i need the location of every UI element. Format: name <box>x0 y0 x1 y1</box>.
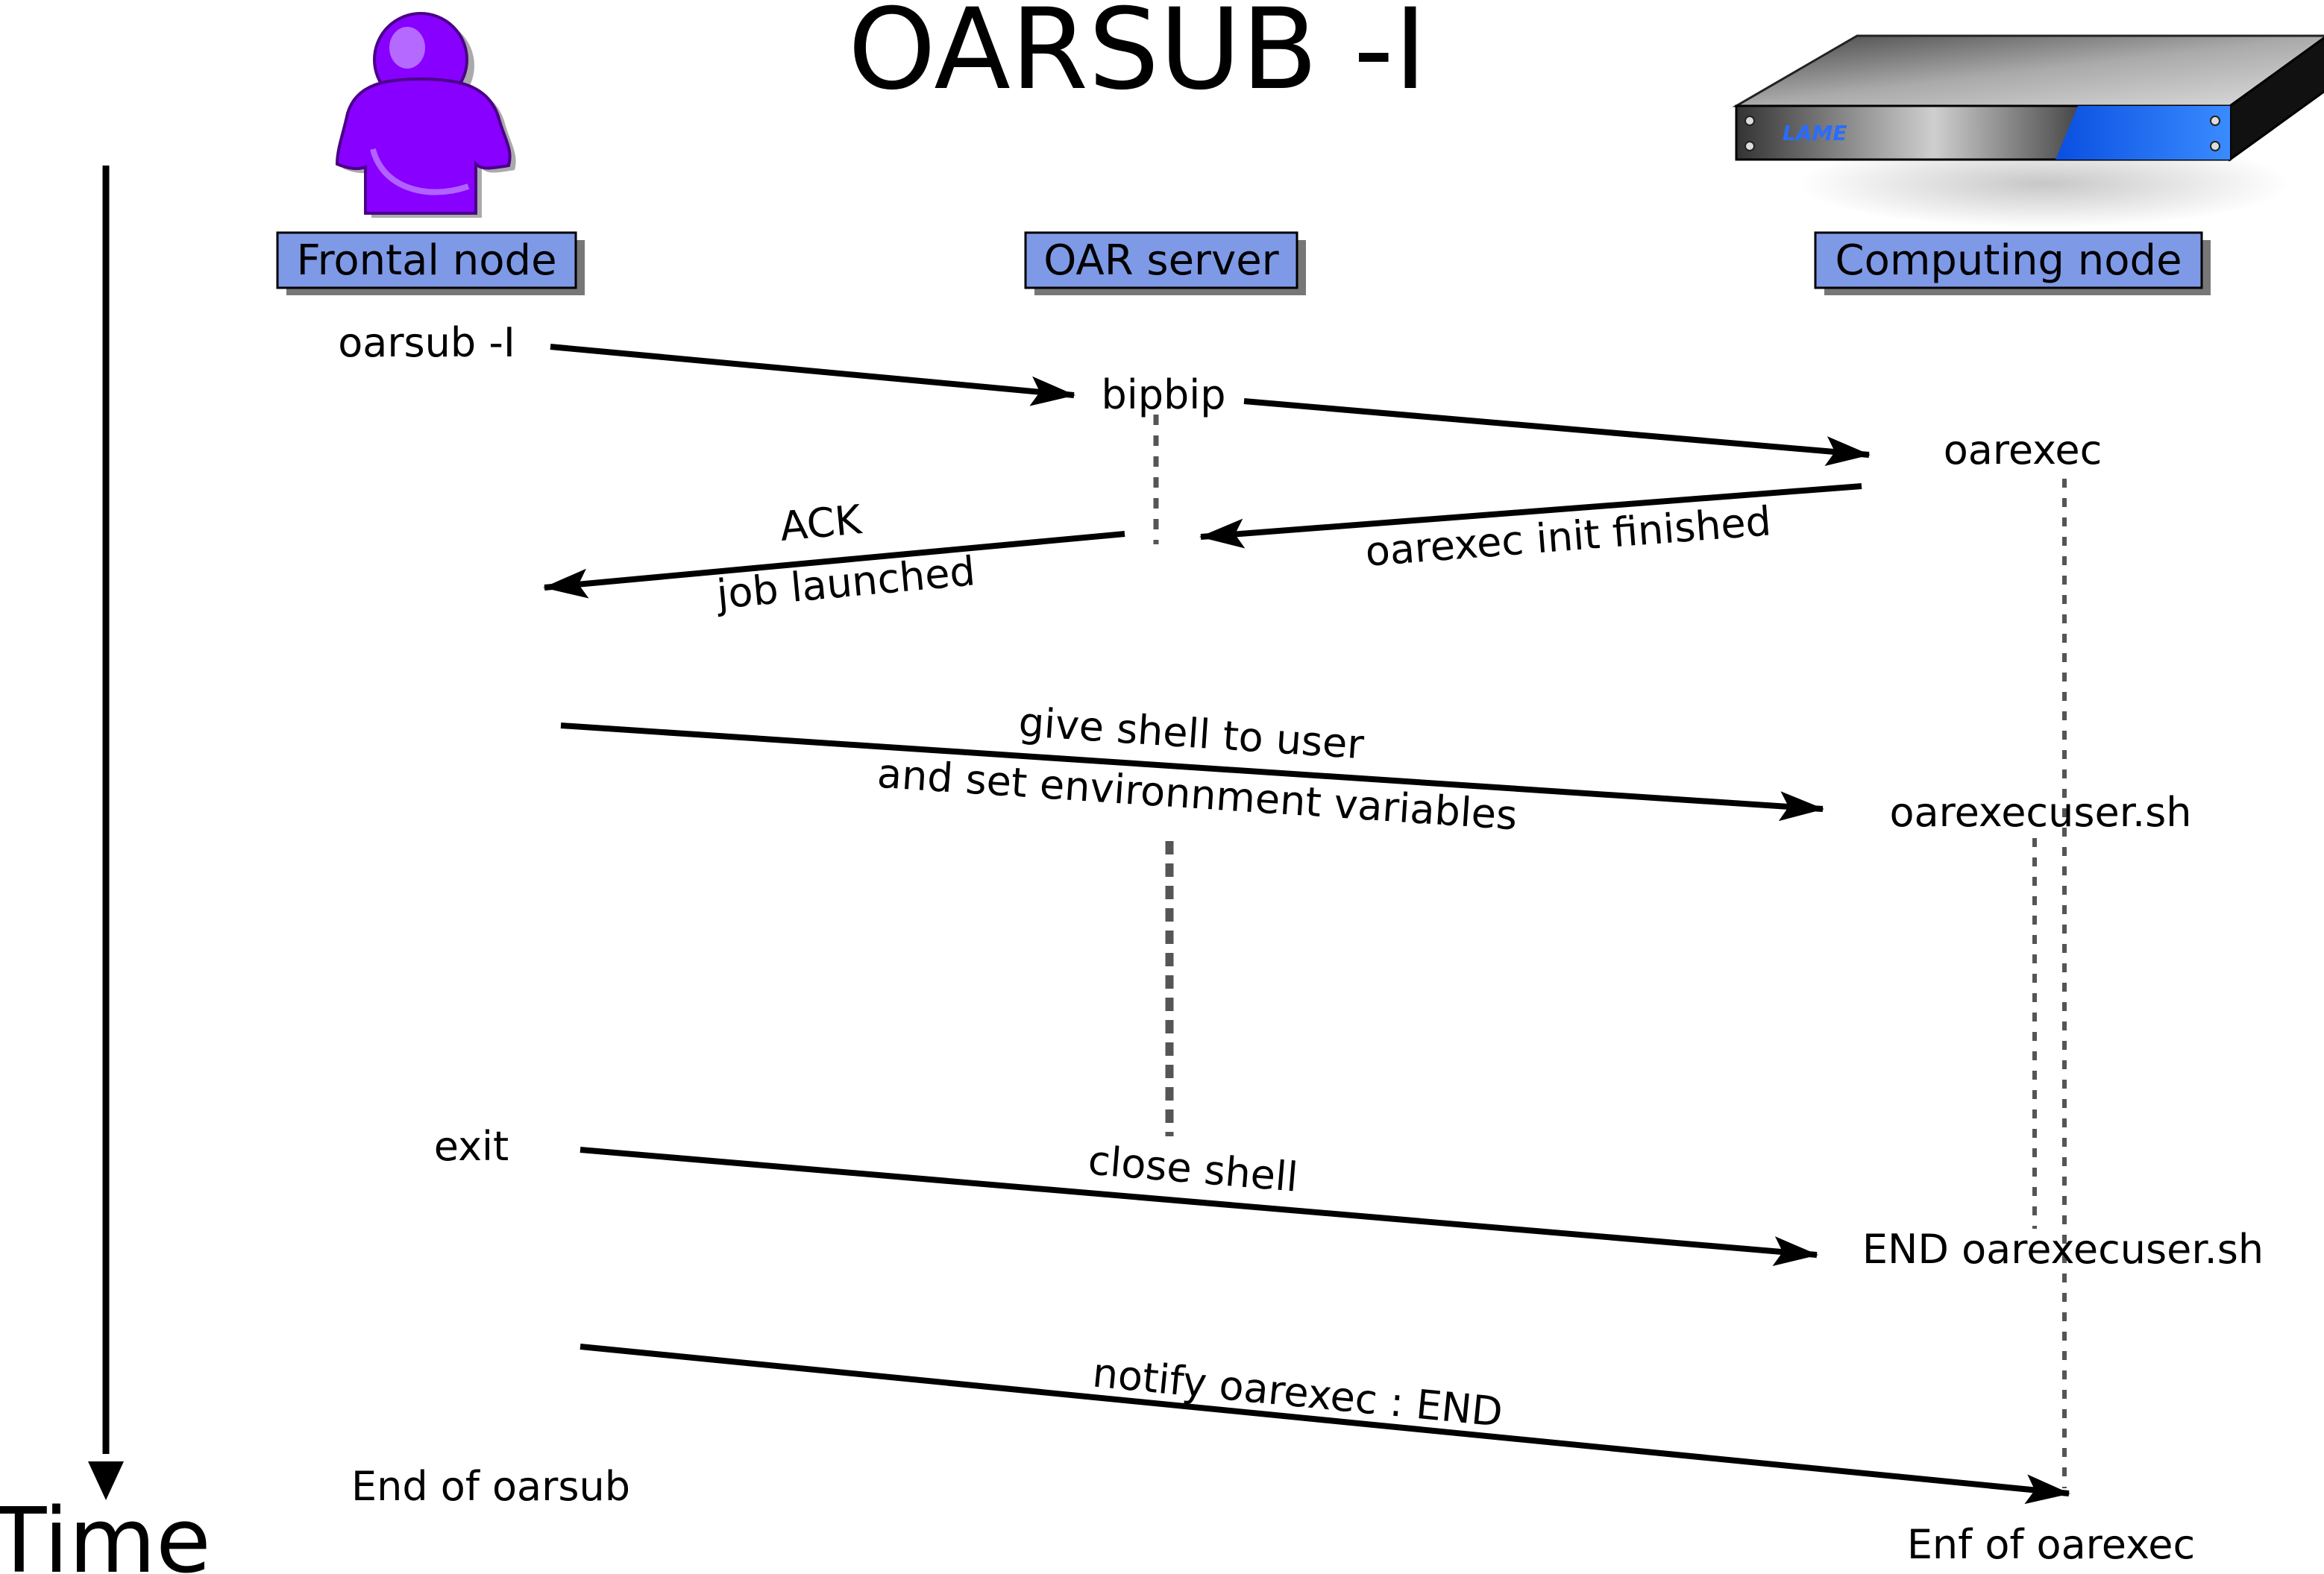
arrow-init-finished <box>1199 483 1862 549</box>
oarexec-label: oarexec <box>1944 426 2102 473</box>
end-of-oarexec-label: Enf of oarexec <box>1907 1521 2195 1568</box>
ack-label: ACK <box>778 496 864 550</box>
close-shell-label: close shell <box>1086 1136 1299 1200</box>
computing-node-label: Computing node <box>1835 236 2182 285</box>
exit-label: exit <box>434 1123 509 1170</box>
frontal-node-label: Frontal node <box>296 236 556 285</box>
arrow-ack-job-launched <box>543 531 1125 599</box>
server-icon: LAME <box>1732 34 2324 228</box>
set-env-label: and set environnment variables <box>876 750 1519 840</box>
oarsub-command-label: oarsub -I <box>338 319 515 366</box>
arrow-close-shell <box>580 1147 1818 1267</box>
end-oarexecuser-label: END oarexecuser.sh <box>1862 1226 2264 1273</box>
time-axis-label: Time <box>0 1490 211 1574</box>
diagram-title: OARSUB -I <box>848 0 1427 115</box>
frontal-node-header: Frontal node <box>276 231 585 295</box>
oar-server-header: OAR server <box>1024 231 1306 295</box>
time-axis-arrowhead <box>88 1461 124 1500</box>
computing-node-header: Computing node <box>1814 231 2211 295</box>
arrow-oarsub-to-bipbip <box>550 344 1075 406</box>
oarexecuser-label: oarexecuser.sh <box>1890 789 2192 836</box>
end-of-oarsub-label: End of oarsub <box>351 1463 630 1510</box>
bipbip-label: bipbip <box>1101 371 1225 418</box>
oar-server-label: OAR server <box>1043 236 1279 285</box>
notify-end-label: notify oarexec : END <box>1090 1349 1504 1436</box>
arrow-bipbip-to-oarexec <box>1243 398 1871 466</box>
arrow-give-shell <box>560 723 1824 822</box>
arrow-notify-end <box>580 1344 2070 1505</box>
user-icon <box>335 12 516 218</box>
server-brand-label: LAME <box>1783 121 1847 145</box>
